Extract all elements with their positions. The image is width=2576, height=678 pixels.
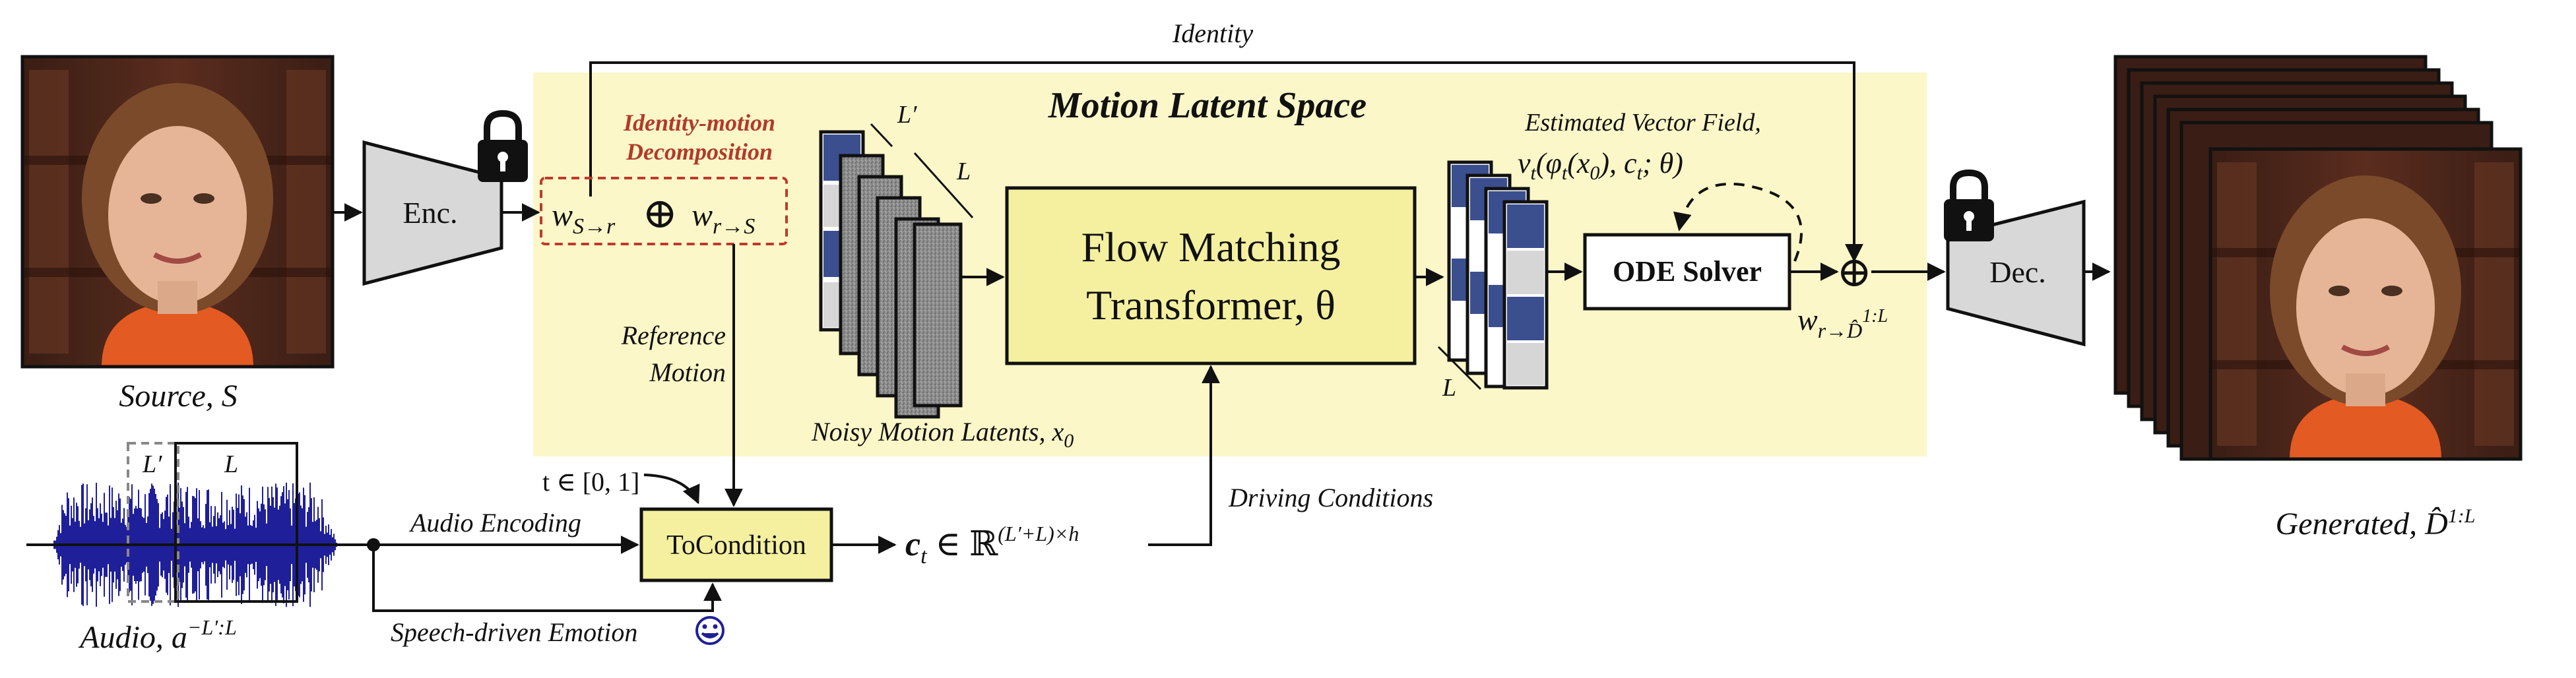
noisy-latent-columns xyxy=(839,154,963,419)
source-label: Source, S xyxy=(119,379,238,414)
identity-label: Identity xyxy=(1172,18,1253,48)
ode-loop-arrow xyxy=(1673,182,1803,262)
decomposition-label-line1: Identity-motion xyxy=(623,109,775,136)
ode-solver-block xyxy=(1583,233,1791,311)
audio-label: Audio, a−L′:L xyxy=(78,615,237,655)
svg-text:L: L xyxy=(1442,374,1456,402)
lock-icon xyxy=(478,109,528,182)
to-condition-block xyxy=(639,507,833,582)
flow-matching-label-line1: Flow Matching xyxy=(1081,224,1341,270)
t-range-label: t ∈ [0, 1] xyxy=(542,467,639,497)
audio-L-label: L xyxy=(224,450,238,478)
lock-icon xyxy=(1944,169,1994,241)
w-r-to-d: wr→D̂1:L xyxy=(1797,303,1888,342)
ct-label: ct ∈ ℝ(L′+L)×h xyxy=(905,522,1079,569)
generated-label: Generated, D̂1:L xyxy=(2276,505,2476,541)
estimated-vector-field-line2: vt(φt(x0), ct; θ) xyxy=(1518,147,1683,184)
encoder-block xyxy=(362,140,503,286)
motion-latent-space-title: Motion Latent Space xyxy=(1048,85,1367,126)
estimated-vector-field-line1: Estimated Vector Field, xyxy=(1524,109,1761,137)
decoder-label: Dec. xyxy=(1989,255,2046,289)
t-range-arrow xyxy=(643,474,700,505)
w-s-to-r: wS→r xyxy=(552,198,616,239)
svg-text:L′: L′ xyxy=(897,101,917,129)
reference-motion-line1: Reference xyxy=(621,321,726,350)
flow-matching-transformer xyxy=(1005,186,1417,365)
sum-oplus: ⊕ xyxy=(1836,249,1872,295)
speech-emotion-label: Speech-driven Emotion xyxy=(391,617,637,647)
flow-matching-label-line2: Transformer, θ xyxy=(1086,282,1336,328)
encoder-label: Enc. xyxy=(402,196,457,230)
audio-window-L xyxy=(174,442,298,603)
vector-field-bracket-L: L xyxy=(1437,346,1482,402)
decomposition-label-line2: Decomposition xyxy=(626,139,773,165)
decomposition-box xyxy=(540,177,788,245)
reference-motion-line2: Motion xyxy=(649,357,726,387)
noisy-motion-latents-label: Noisy Motion Latents, x0 xyxy=(811,417,1074,452)
generated-face-image xyxy=(2210,149,2521,459)
speech-emotion-arrow xyxy=(372,545,722,612)
ode-solver-label: ODE Solver xyxy=(1613,255,1762,288)
noisy-latent-bracket-Lprime: L′ xyxy=(870,101,917,148)
svg-text:L: L xyxy=(956,158,971,185)
driving-conditions-label: Driving Conditions xyxy=(1228,483,1433,512)
audio-encoding-label: Audio Encoding xyxy=(408,508,581,538)
driving-conditions-arrow xyxy=(1148,365,1220,546)
smiley-icon xyxy=(695,616,724,645)
identity-arrow xyxy=(589,61,1863,262)
w-r-to-s: wr→S xyxy=(692,198,755,239)
oplus-symbol: ⊕ xyxy=(642,190,678,237)
audio-window-Lprime xyxy=(127,442,179,603)
vector-field-columns xyxy=(1447,160,1549,390)
to-condition-label: ToCondition xyxy=(666,530,806,561)
source-face-image xyxy=(22,57,333,367)
audio-Lprime-label: L′ xyxy=(142,450,162,478)
noisy-latent-bracket-L: L xyxy=(913,152,974,219)
